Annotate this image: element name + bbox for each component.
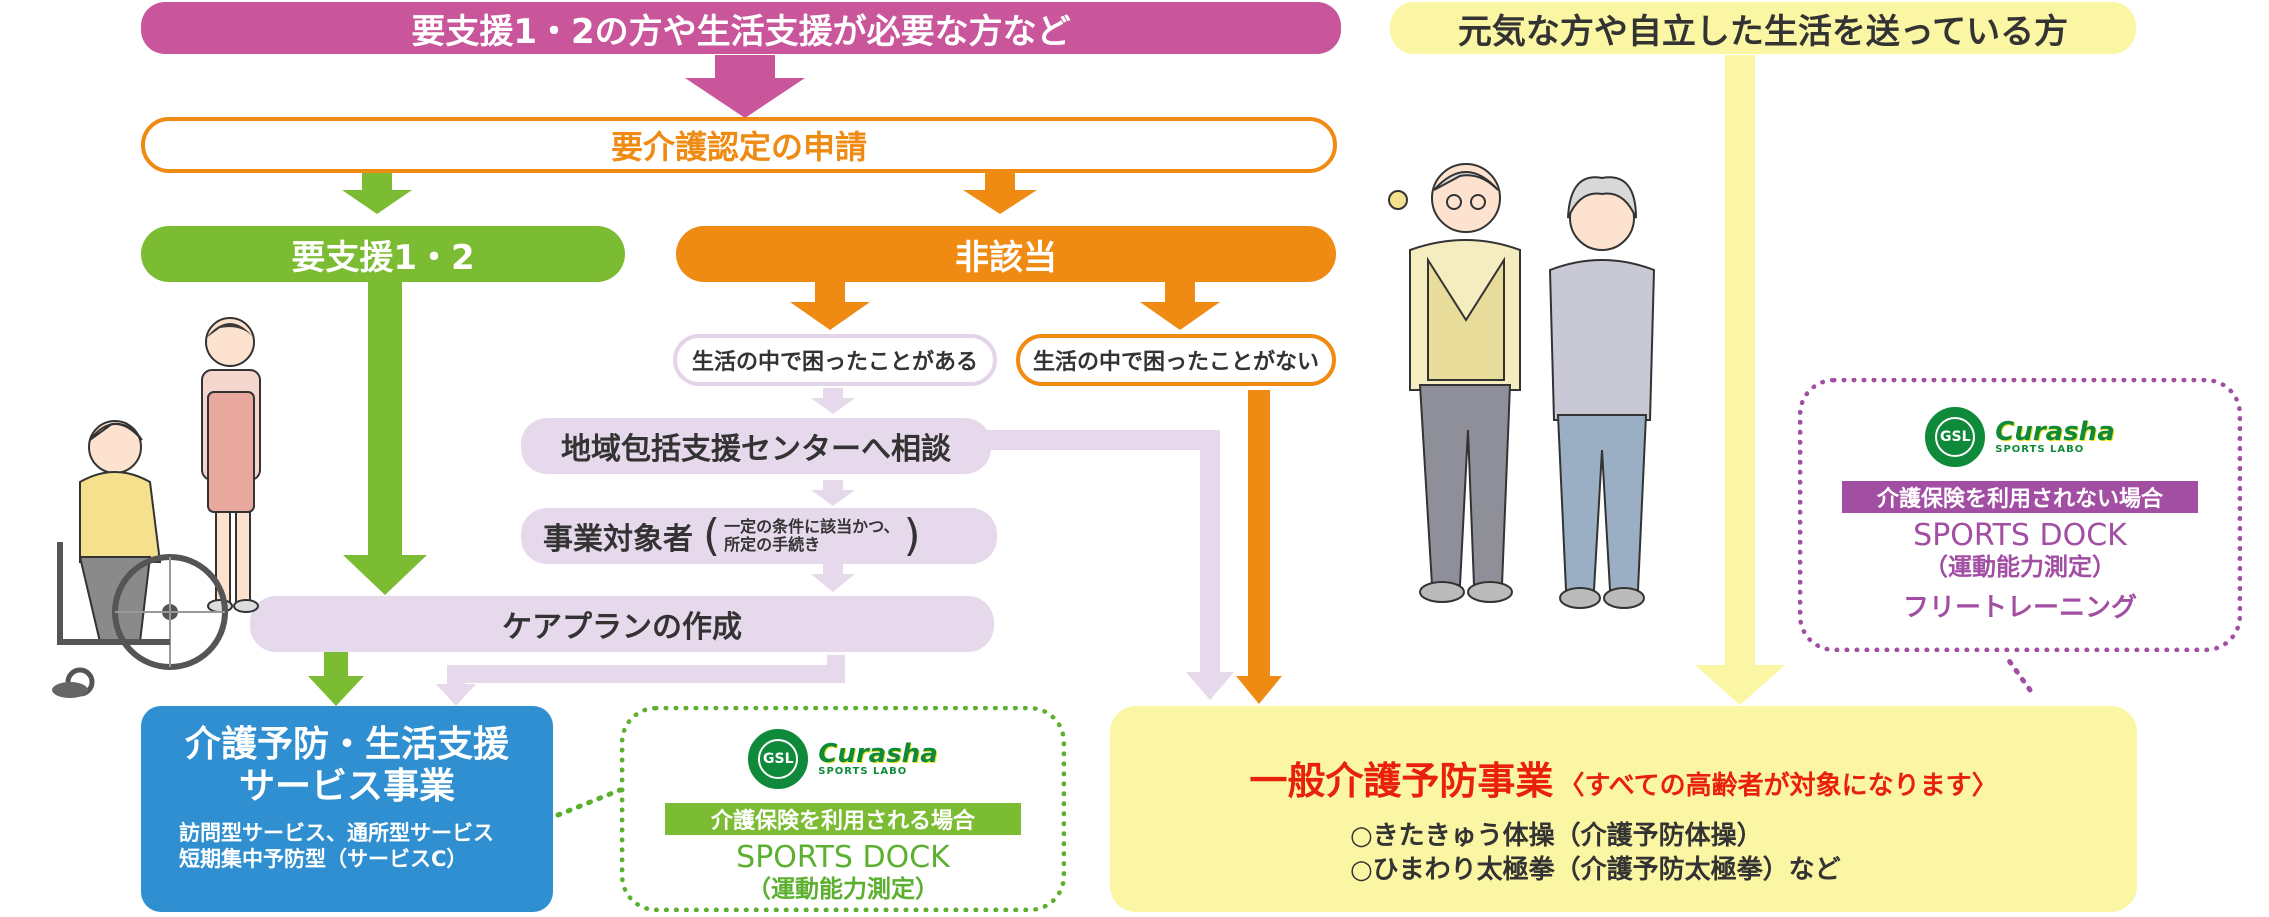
not-applicable-box: 非該当 — [676, 226, 1336, 282]
sports-dock-uninsured-box: GSL Curasha SPORTS LABO 介護保険を利用されない場合 SP… — [1798, 378, 2242, 652]
top-right-banner: 元気な方や自立した生活を送っている方 — [1390, 2, 2136, 54]
insured-dock-subtitle: （運動能力測定） — [747, 875, 939, 903]
care-application-box: 要介護認定の申請 — [141, 117, 1337, 173]
service-desc-line1: 訪問型サービス、通所型サービス — [179, 821, 494, 845]
sports-dock-insured-box: GSL Curasha SPORTS LABO 介護保険を利用される場合 SPO… — [620, 706, 1066, 912]
paren-open: ( — [703, 510, 721, 561]
target-person-note: 一定の条件に該当かつ、 所定の手続き — [724, 518, 899, 554]
consult-center-box: 地域包括支援センターへ相談 — [521, 418, 991, 474]
free-training-label: フリートレーニング — [1902, 593, 2137, 623]
elderly-couple-illustration — [1388, 163, 1656, 609]
general-note: 〈すべての高齢者が対象になります〉 — [1558, 771, 1998, 801]
insured-label: 介護保険を利用される場合 — [665, 803, 1021, 835]
target-person-label: 事業対象者 — [543, 522, 693, 557]
service-title-line2: サービス事業 — [238, 766, 455, 807]
has-trouble-box: 生活の中で困ったことがある — [673, 334, 997, 386]
gsl-logo-icon: GSL — [1925, 407, 1986, 467]
no-trouble-box: 生活の中で困ったことがない — [1016, 334, 1336, 386]
general-title-row: 一般介護予防事業 〈すべての高齢者が対象になります〉 — [1110, 750, 2137, 805]
gsl-logo-icon: GSL — [748, 729, 809, 789]
general-item-1: ○きたきゅう体操（介護予防体操） — [1350, 821, 1763, 851]
service-desc-line2: 短期集中予防型（サービスC） — [179, 847, 468, 871]
support-level-box: 要支援1・2 — [141, 226, 625, 282]
curasha-logo-icon: Curasha SPORTS LABO — [1995, 417, 2115, 455]
service-title-line1: 介護予防・生活支援 — [184, 724, 509, 765]
care-prevention-service-box: 介護予防・生活支援 サービス事業 訪問型サービス、通所型サービス 短期集中予防型… — [141, 706, 553, 912]
general-item-2: ○ひまわり太極拳（介護予防太極拳）など — [1350, 855, 1841, 885]
target-person-box: 事業対象者 ( 一定の条件に該当かつ、 所定の手続き ) — [521, 508, 997, 564]
paren-close: ) — [903, 510, 921, 561]
insured-dock-title: SPORTS DOCK — [736, 840, 950, 875]
target-note-line1: 一定の条件に該当かつ、 — [724, 517, 900, 536]
top-left-banner: 要支援1・2の方や生活支援が必要な方など — [141, 2, 1341, 54]
uninsured-label: 介護保険を利用されない場合 — [1842, 481, 2198, 513]
curasha-logo-icon: Curasha SPORTS LABO — [818, 739, 938, 777]
sports-labo-logo-2: GSL Curasha SPORTS LABO — [1803, 407, 2237, 467]
uninsured-dock-title: SPORTS DOCK — [1913, 518, 2127, 553]
target-note-line2: 所定の手続き — [724, 535, 821, 554]
general-title: 一般介護予防事業 — [1249, 759, 1554, 803]
sports-labo-logo: GSL Curasha SPORTS LABO — [625, 729, 1061, 789]
general-prevention-box: 一般介護予防事業 〈すべての高齢者が対象になります〉 ○きたきゅう体操（介護予防… — [1110, 706, 2137, 912]
careplan-box: ケアプランの作成 — [250, 596, 994, 652]
uninsured-dock-subtitle: （運動能力測定） — [1924, 553, 2116, 581]
caregiver-wheelchair-illustration — [52, 317, 261, 698]
